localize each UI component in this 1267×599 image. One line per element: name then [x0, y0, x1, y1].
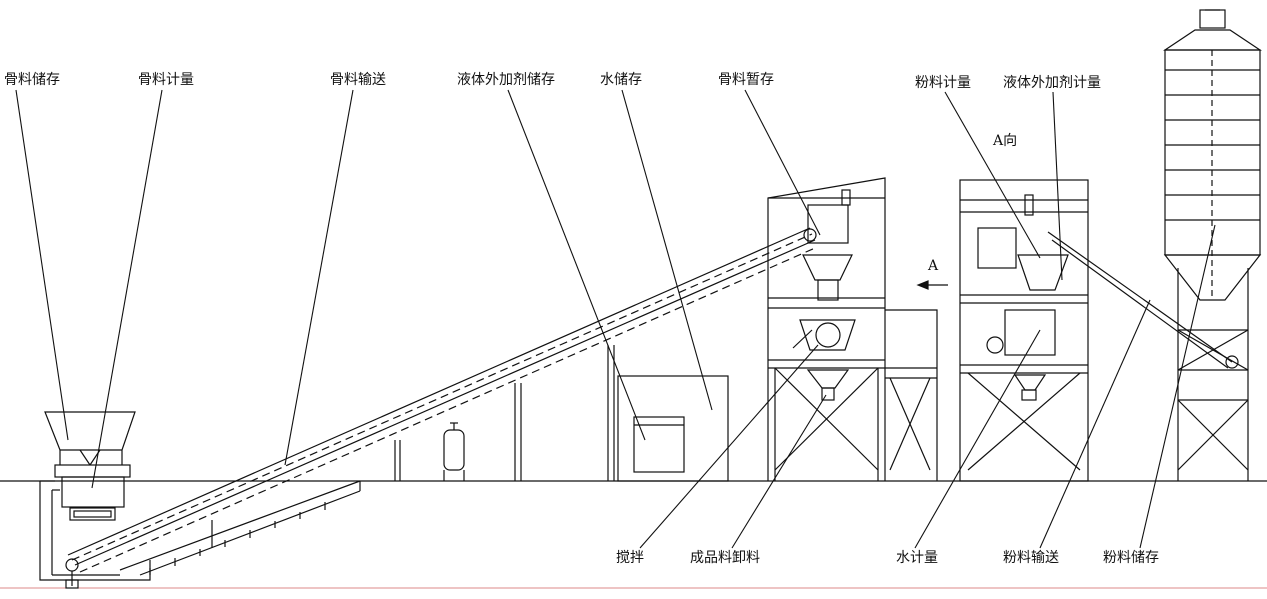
- aggregate-hopper: [44, 411, 136, 521]
- label-powder-weighing: 粉料计量: [915, 75, 971, 91]
- label-aggregate-conveying: 骨料输送: [330, 72, 386, 88]
- label-aggregate-storage: 骨料储存: [4, 72, 60, 88]
- water-tank: [617, 375, 729, 482]
- label-liquid-admixture-storage: 液体外加剂储存: [457, 72, 555, 88]
- label-aggregate-temporary-storage: 骨料暂存: [718, 72, 774, 88]
- powder-screw-conveyor: [1047, 231, 1239, 369]
- label-powder-conveying: 粉料输送: [1003, 550, 1059, 566]
- leader-lines: [15, 89, 1216, 549]
- label-aggregate-weighing: 骨料计量: [138, 72, 194, 88]
- additive-tank: [443, 422, 465, 481]
- cement-silo: [1163, 9, 1262, 481]
- aggregate-belt-conveyor: [65, 227, 817, 589]
- side-platform: [885, 309, 938, 481]
- weighing-tower-a-view: [959, 179, 1089, 482]
- label-arrow-a: A: [928, 258, 939, 274]
- mixing-tower: [767, 177, 886, 481]
- label-view-a-direction: A向: [993, 133, 1018, 149]
- label-powder-storage: 粉料储存: [1103, 550, 1159, 566]
- label-water-storage: 水储存: [600, 72, 642, 88]
- access-stairs: [119, 480, 361, 576]
- view-arrow-a: [916, 280, 948, 290]
- label-water-weighing: 水计量: [896, 550, 938, 566]
- label-mixing: 搅拌: [616, 550, 644, 566]
- label-liquid-admixture-weighing: 液体外加剂计量: [1003, 75, 1101, 91]
- conveyor-supports: [394, 345, 615, 481]
- label-finished-discharge: 成品料卸料: [690, 550, 760, 566]
